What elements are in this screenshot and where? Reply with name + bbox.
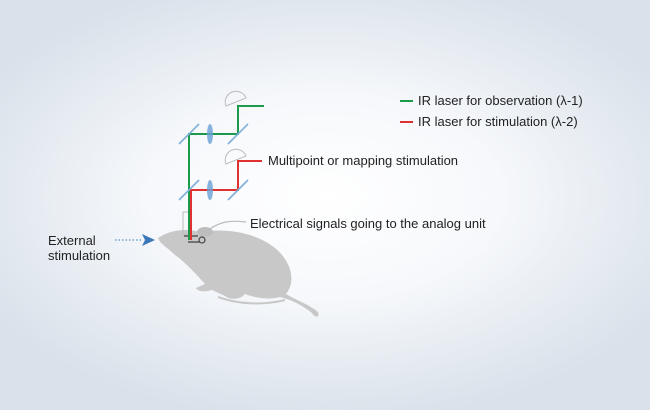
arrow-icon: [142, 234, 155, 246]
label-electrical: Electrical signals going to the analog u…: [250, 216, 486, 231]
label-external-1: External: [48, 233, 96, 248]
mirror-icon: [178, 123, 249, 201]
signal-cable: [207, 220, 247, 231]
legend-stimulation: IR laser for stimulation (λ-2): [418, 114, 578, 129]
legend-observation: IR laser for observation (λ-1): [418, 93, 583, 108]
hemisphere-icon: [224, 90, 247, 165]
lens-icon: [207, 124, 213, 200]
label-multipoint: Multipoint or mapping stimulation: [268, 153, 459, 168]
mouse-icon: [158, 227, 319, 317]
label-external-2: stimulation: [48, 248, 111, 263]
